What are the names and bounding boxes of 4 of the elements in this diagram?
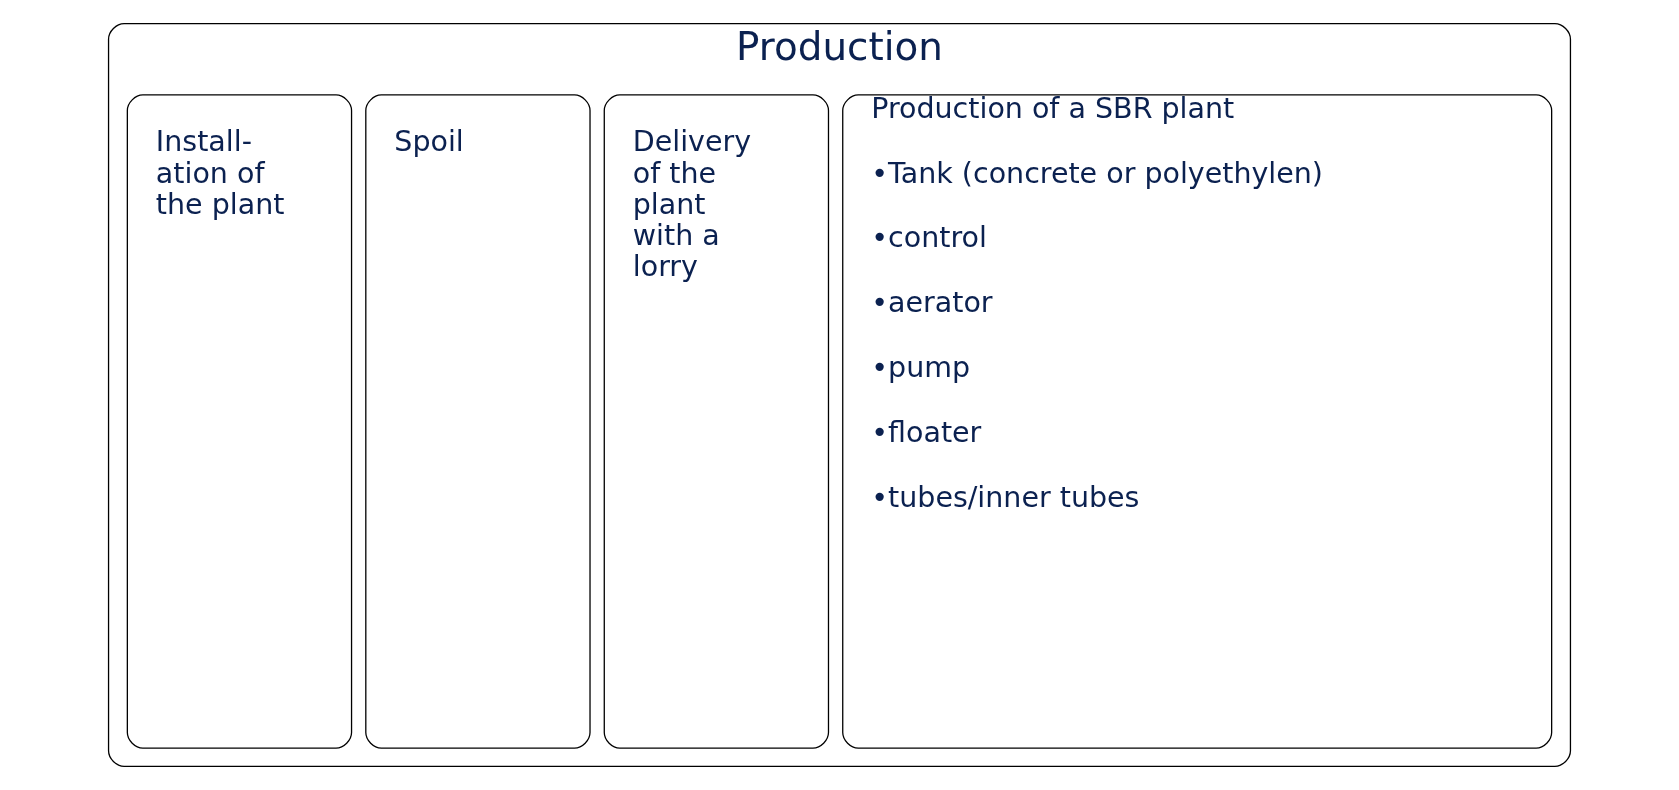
node-box: Production of a SBR plant •Tank (concrete or polyethylen) •control •aerator •pump •floater •tubes/inner tubes (842, 94, 1553, 749)
node-box: Spoil (365, 94, 591, 749)
node-box: Install- ation of the plant (126, 94, 353, 749)
node-box: Delivery of the plant with a lorry (603, 94, 830, 749)
